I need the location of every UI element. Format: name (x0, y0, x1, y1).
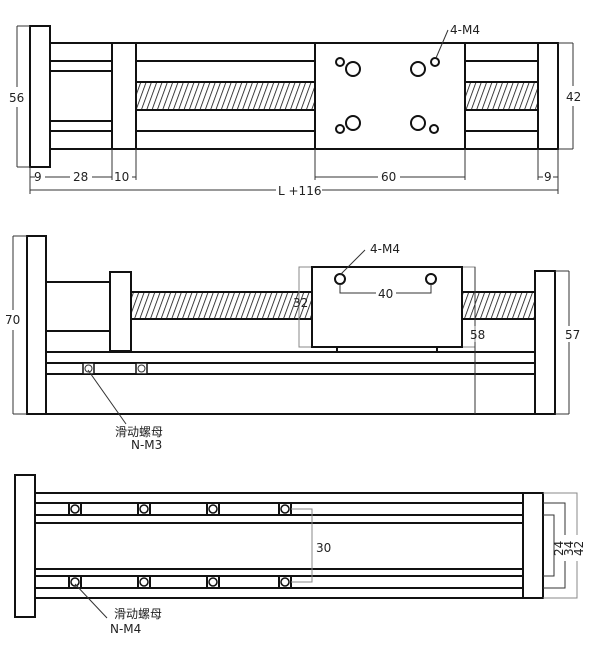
dim-34: 34 (562, 541, 576, 556)
dim-42: 42 (572, 541, 586, 556)
sliding-nut (82, 362, 95, 375)
end-plate (522, 492, 544, 599)
nut-label: 滑动螺母 (114, 607, 162, 621)
bearing-block (111, 42, 137, 150)
nut-label: 滑动螺母 (115, 425, 163, 439)
end-plate (534, 270, 556, 415)
dim-57: 57 (565, 328, 580, 342)
end-plate (537, 42, 559, 150)
mount-hole (334, 273, 346, 285)
motor (45, 281, 111, 332)
dim-total-length: L +116 (278, 184, 321, 198)
dim-32: 32 (293, 296, 308, 310)
bottom-view: 30 24 34 42 滑动螺母 N-M4 (14, 474, 586, 636)
dim-9-right: 9 (544, 170, 552, 184)
holes-label: 4-M4 (450, 23, 480, 37)
dim-60: 60 (381, 170, 396, 184)
dim-58: 58 (470, 328, 485, 342)
mount-holes (335, 57, 440, 134)
mount-hole (425, 273, 437, 285)
side-view: 40 32 4-M4 70 58 57 滑动螺母 N-M3 (5, 235, 580, 452)
lead-screw (461, 291, 536, 320)
dim-42: 42 (566, 90, 581, 104)
dim-24: 24 (552, 541, 566, 556)
nut-spec: N-M3 (131, 438, 162, 452)
motor-plate (26, 235, 47, 415)
rail-base (45, 351, 536, 415)
dim-56: 56 (9, 91, 24, 105)
dim-30: 30 (316, 541, 331, 555)
motor-plate (29, 25, 51, 168)
dim-70: 70 (5, 313, 20, 327)
lead-screw (135, 81, 316, 111)
lead-screw (130, 291, 313, 320)
dim-28: 28 (73, 170, 88, 184)
sliding-nut (135, 362, 148, 375)
dim-9-left: 9 (34, 170, 42, 184)
dim-10: 10 (114, 170, 129, 184)
motor-plate (14, 474, 36, 618)
bearing-block (109, 271, 132, 352)
nut-spec: N-M4 (110, 622, 141, 636)
sliding-nuts (68, 502, 292, 589)
holes-label: 4-M4 (370, 242, 400, 256)
lead-screw (464, 81, 539, 111)
top-view: 4-M4 56 42 9 28 10 60 9 L +116 (9, 23, 581, 198)
dim-40: 40 (378, 287, 393, 301)
